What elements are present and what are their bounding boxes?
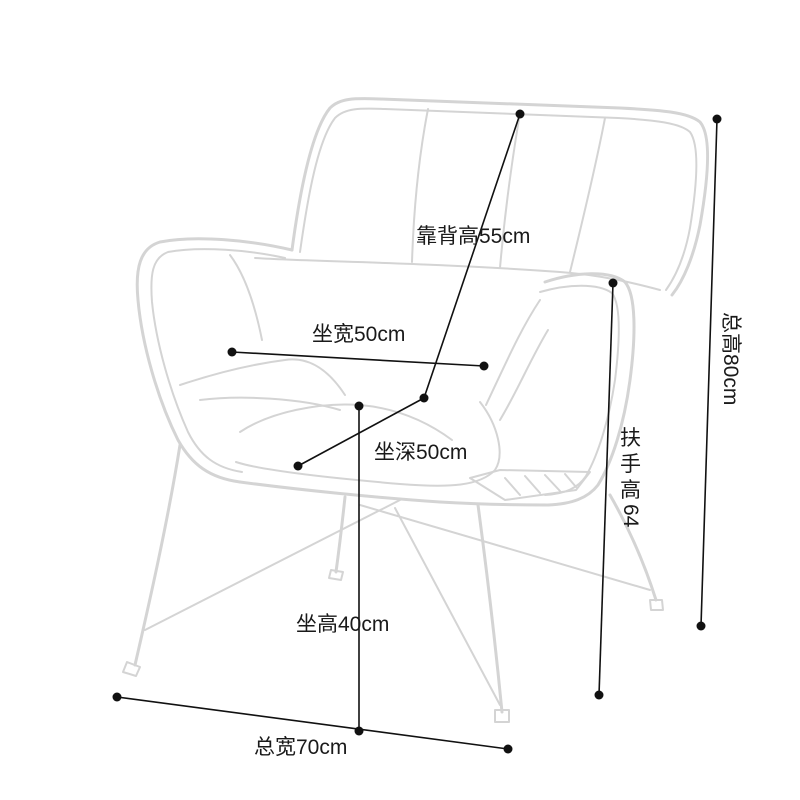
seat-depth-dot-front <box>293 461 303 471</box>
leg-back-left-foot <box>328 569 344 581</box>
dimension-annotations <box>112 109 722 754</box>
leg-brace-3 <box>394 507 501 706</box>
total-width-line <box>116 696 509 750</box>
backrest-height-line <box>423 113 521 399</box>
seat-base-hatch <box>504 473 577 496</box>
armrest-height-value: 64 <box>619 504 642 528</box>
backrest-seam-2 <box>499 112 521 269</box>
right-armrest-side <box>485 299 549 421</box>
left-armrest-outline <box>135 237 294 484</box>
armrest-height-dot-top <box>608 278 618 288</box>
armrest-height-char-1: 扶 <box>620 427 641 450</box>
seat-height-dot-bottom <box>354 726 364 736</box>
total-height-dot-bottom <box>696 621 706 631</box>
leg-front-right <box>476 503 504 714</box>
total-height-label: 总高80cm <box>719 312 742 405</box>
backrest-height-dot-top <box>515 109 525 119</box>
dimension-labels: 靠背高55cm 坐宽50cm 坐深50cm 坐高40cm 总宽70cm 总高80… <box>254 225 742 759</box>
leg-back-left <box>334 495 347 574</box>
total-width-label: 总宽70cm <box>254 736 347 759</box>
backrest-seam-1 <box>411 108 429 263</box>
armrest-height-char-3: 高 <box>620 479 641 502</box>
seat-base-rail <box>469 469 591 501</box>
seat-depth-line <box>297 397 425 467</box>
backrest-height-label: 靠背高55cm <box>416 225 530 248</box>
total-height-dot-top <box>712 114 722 124</box>
seat-width-dot-right <box>479 361 489 371</box>
armrest-height-char-2: 手 <box>620 453 641 476</box>
leg-front-left-foot <box>122 661 141 677</box>
chair-drawing <box>122 97 710 723</box>
seat-cushion-seam-2 <box>199 396 341 411</box>
right-armrest-outline <box>543 272 636 507</box>
seat-width-dot-left <box>227 347 237 357</box>
leg-back-right <box>608 493 658 602</box>
seat-width-label: 坐宽50cm <box>312 323 405 346</box>
seat-cushion-front <box>235 401 501 487</box>
seat-cushion-outline <box>238 480 550 507</box>
backrest-outline <box>290 97 710 297</box>
armrest-height-dot-bottom <box>594 690 604 700</box>
seat-height-dot-top <box>354 401 364 411</box>
leg-brace-1 <box>144 499 401 631</box>
seat-depth-label: 坐深50cm <box>374 441 467 464</box>
total-height-line <box>700 118 718 627</box>
total-width-dot-left <box>112 692 122 702</box>
backrest-seam-3 <box>569 117 606 273</box>
total-width-dot-right <box>503 744 513 754</box>
seat-cushion-seam-1 <box>239 403 453 441</box>
armrest-height-line <box>598 282 614 696</box>
left-armrest-inner <box>150 248 286 473</box>
leg-brace-2 <box>359 504 651 591</box>
leg-front-left <box>133 443 182 667</box>
seat-width-line <box>231 351 485 367</box>
leg-back-right-foot <box>649 599 664 611</box>
seat-height-label: 坐高40cm <box>296 613 389 636</box>
backrest-inner-outline <box>299 107 698 291</box>
left-armrest-cushion <box>179 254 346 396</box>
leg-front-right-foot <box>494 709 510 723</box>
